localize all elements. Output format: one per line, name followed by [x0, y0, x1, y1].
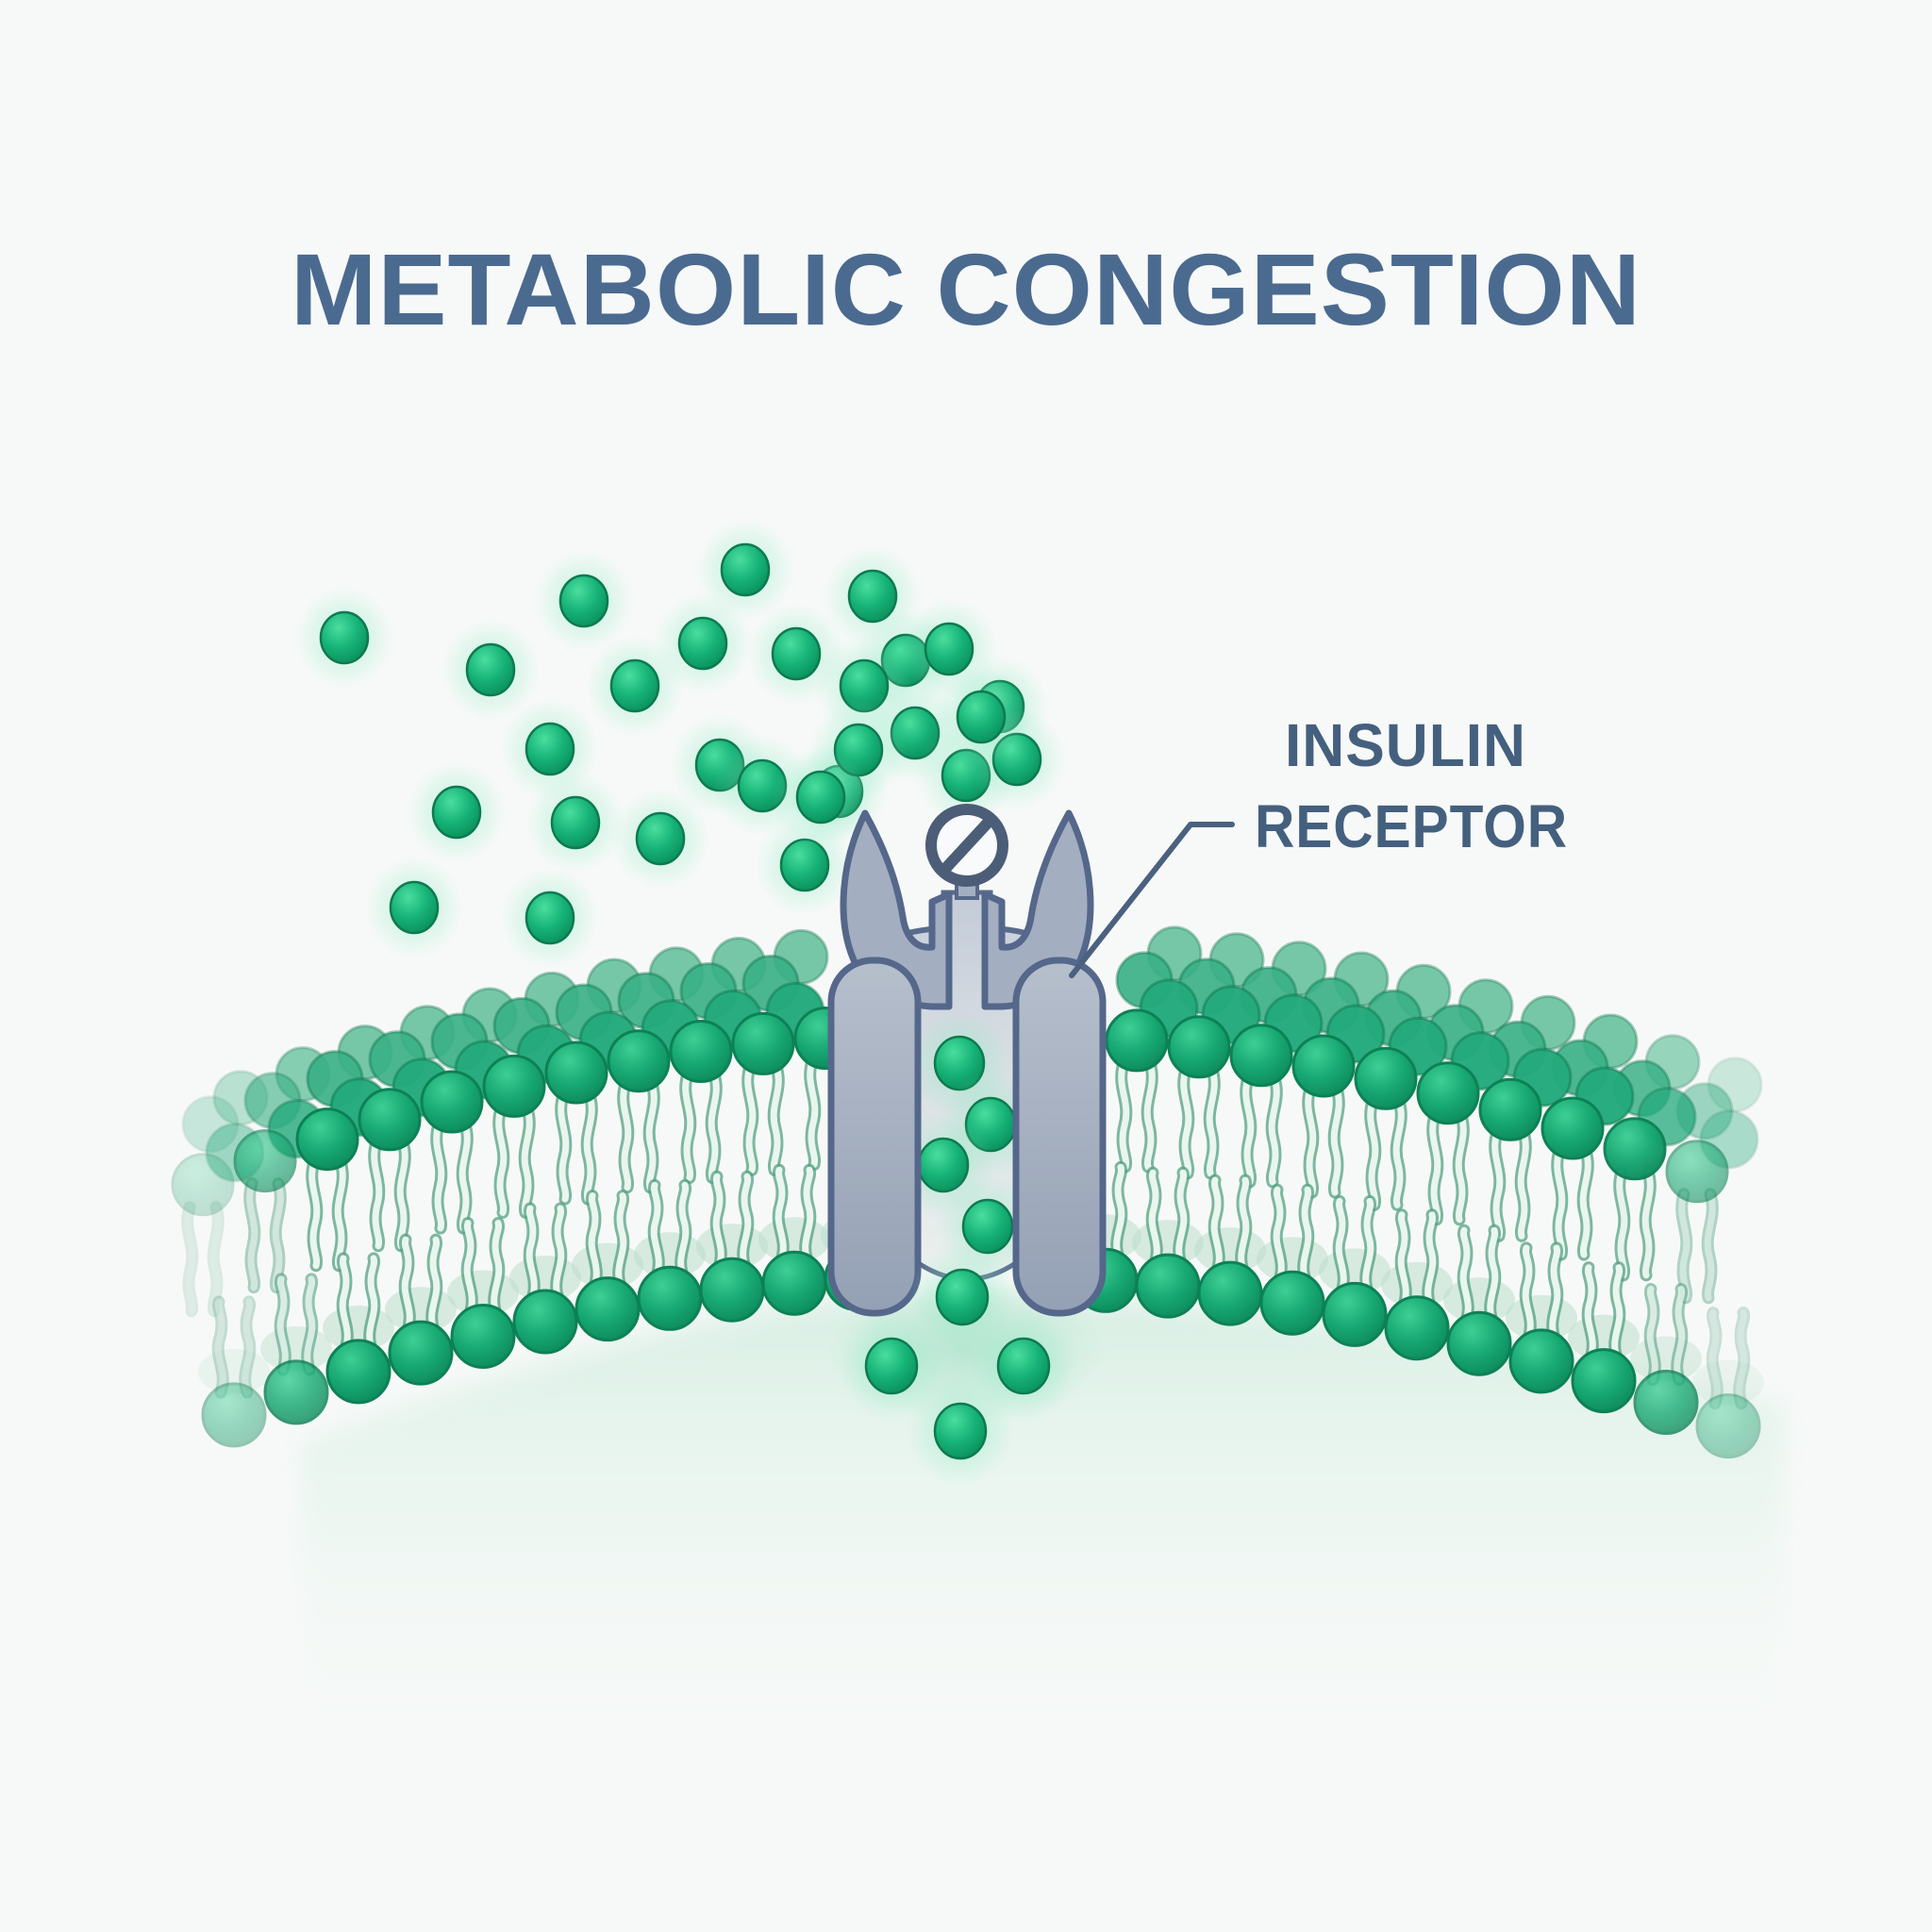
cytoplasm-tint [300, 1294, 1785, 1800]
glucose-molecule [364, 857, 464, 958]
glucose-molecule [407, 761, 507, 863]
blocked-icon [925, 804, 1008, 887]
glucose-molecule [838, 1310, 945, 1422]
glucose-molecule [534, 550, 634, 652]
lipid-heads-inner [201, 1245, 1761, 1459]
glucose-molecules-intracellular [838, 1241, 1077, 1487]
label-leader-line [1069, 822, 1235, 978]
glucose-molecule [931, 666, 1031, 768]
lipid-heads-outer [171, 1007, 1729, 1217]
glucose-molecule [441, 619, 541, 721]
receptor-label-line1: INSULIN [1285, 711, 1526, 779]
page-title: METABOLIC CONGESTION [291, 232, 1641, 346]
receptor-pillar-right [1012, 957, 1107, 1317]
glucose-molecule [585, 635, 685, 737]
insulin-receptor [827, 804, 1107, 1317]
glucose-molecule [294, 587, 394, 689]
receptor-label-line2: RECEPTOR [1255, 792, 1568, 860]
glucose-molecules-extracellular [294, 519, 1067, 969]
glucose-molecule [907, 1375, 1014, 1487]
glucose-molecule [771, 746, 871, 848]
glucose-molecule [500, 867, 600, 969]
lipid-tails-outer [181, 1055, 1719, 1318]
glucose-molecule [610, 788, 710, 890]
glucose-molecule [695, 519, 795, 621]
receptor-pillar-left [827, 957, 922, 1317]
glucose-molecule [525, 772, 625, 874]
lipid-bilayer [171, 925, 1764, 1459]
